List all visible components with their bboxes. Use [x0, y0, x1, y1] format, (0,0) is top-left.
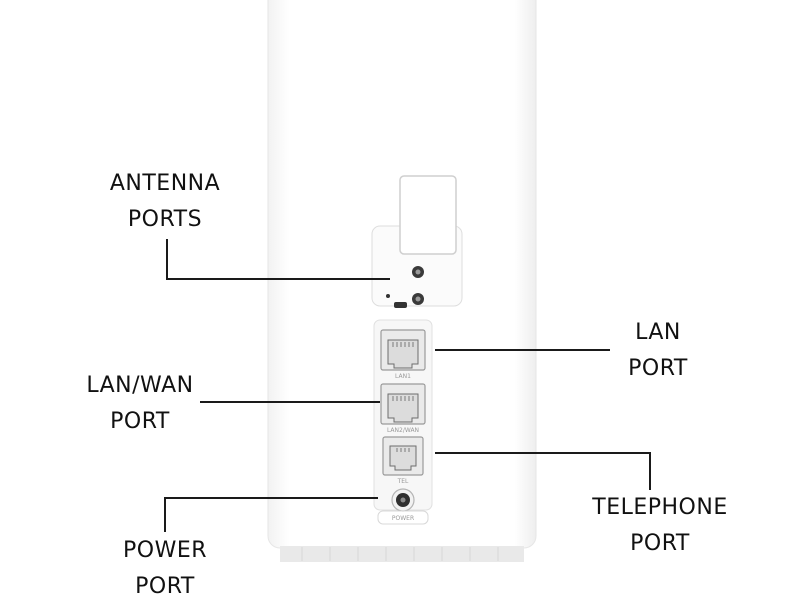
telephone-label-line2: PORT [630, 531, 690, 556]
telephone-port-label: TELEPHONE PORT [560, 490, 760, 562]
power-label-line2: PORT [135, 574, 195, 599]
tel-label: TEL [397, 478, 409, 485]
lan1-port [380, 329, 426, 371]
lan-port-label: LAN PORT [598, 315, 718, 387]
antenna-ports [386, 266, 424, 308]
antenna-label-line2: PORTS [127, 207, 203, 232]
lan-wan-label-line1: LAN/WAN [86, 373, 194, 398]
sim-card-cover [371, 175, 463, 307]
lan2-wan-label: LAN2/WAN [387, 427, 419, 434]
lan-label-line1: LAN [635, 320, 681, 345]
antenna-leader-line [166, 239, 390, 280]
telephone-leader-line [435, 452, 651, 490]
antenna-ports-label: ANTENNA PORTS [90, 166, 240, 238]
router-base [280, 546, 524, 562]
lan-wan-port-label: LAN/WAN PORT [60, 368, 220, 440]
antenna-label-line1: ANTENNA [109, 171, 221, 196]
power-leader-line [164, 497, 378, 532]
telephone-label-line1: TELEPHONE [592, 495, 728, 520]
power-label-line1: POWER [122, 538, 208, 563]
lan1-label: LAN1 [395, 373, 411, 380]
indicator-dot [386, 294, 390, 298]
lan-label-line2: PORT [628, 356, 688, 381]
lan-wan-label-line2: PORT [110, 409, 170, 434]
telephone-port [382, 436, 424, 476]
power-label: POWER [392, 515, 414, 522]
lan2-wan-port [380, 383, 426, 425]
reset-button [394, 302, 407, 308]
power-port-label: POWER PORT [90, 533, 240, 605]
power-port [377, 488, 429, 525]
